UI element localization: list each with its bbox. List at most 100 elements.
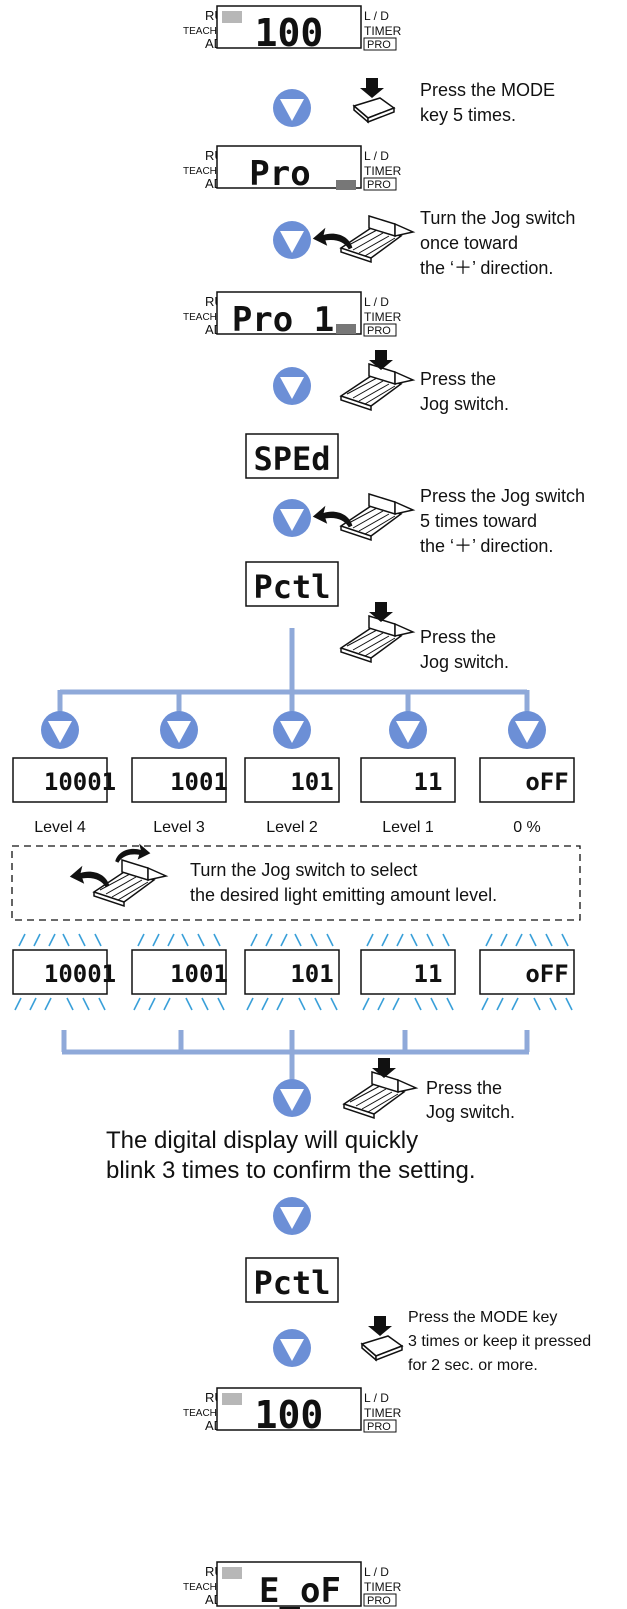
confirm-line2: blink 3 times to confirm the setting.	[106, 1157, 476, 1184]
pro-label: PRO	[367, 39, 391, 51]
down-arrow-icon	[273, 499, 311, 537]
teach-label: TEACH	[183, 1582, 217, 1593]
level-readout: 10001	[44, 768, 116, 796]
level-display: 1001	[131, 757, 228, 803]
lcd-readout: 100	[255, 11, 324, 55]
ld-label: L / D	[364, 9, 389, 23]
teach-label: TEACH	[183, 312, 217, 323]
blink-readout: oFF	[525, 960, 568, 988]
step1-line1: Press the MODE	[420, 80, 555, 100]
confirm-line1: The digital display will quickly	[106, 1127, 418, 1154]
level-display: 11	[360, 757, 456, 803]
blink-readout: 10001	[44, 960, 116, 988]
timer-label: TIMER	[364, 164, 402, 178]
blink-rays	[362, 933, 454, 1011]
level-display: 101	[244, 757, 340, 803]
panel-display-final: RUN TEACH ADJ E_oF L / D TIMER PRO	[183, 1561, 402, 1609]
jog-switch-icon	[312, 493, 414, 541]
step7-line3: for 2 sec. or more.	[408, 1357, 538, 1374]
jog-press-icon	[343, 1058, 417, 1119]
step6-line1: Press the	[426, 1078, 502, 1098]
step2-line1: Turn the Jog switch	[420, 208, 575, 228]
down-arrow-icon	[41, 711, 79, 749]
display-pctl: Pctl	[245, 561, 339, 607]
teach-label: TEACH	[183, 26, 217, 37]
level-display: oFF	[479, 757, 575, 803]
flow-lines	[57, 628, 530, 1080]
blink-display: 101	[244, 933, 340, 1011]
level-label: Level 4	[34, 819, 86, 836]
blink-rays	[246, 933, 338, 1011]
down-arrow-icon	[273, 221, 311, 259]
blink-readout: 101	[290, 960, 333, 988]
blink-readout: 1001	[170, 960, 228, 988]
lcd-readout: Pctl	[253, 568, 330, 606]
lcd-readout: Pro	[249, 154, 310, 194]
down-arrow-icon	[508, 711, 546, 749]
panel-display-end: RUN TEACH ADJ 100 L / D TIMER PRO	[183, 1387, 402, 1437]
panel-display-start: RUN TEACH ADJ 100 L / D TIMER PRO	[183, 5, 402, 55]
blink-rays	[133, 933, 225, 1011]
down-arrow-icon	[273, 1197, 311, 1235]
blink-display: 10001	[12, 933, 116, 1011]
pro-label: PRO	[367, 1595, 391, 1607]
panel-display-pro: RUN TEACH ADJ Pro L / D TIMER PRO	[183, 145, 402, 194]
ld-label: L / D	[364, 1391, 389, 1405]
lcd-readout: SPEd	[253, 440, 330, 478]
pro-label: PRO	[367, 325, 391, 337]
display-confirm-pctl: Pctl	[245, 1257, 339, 1303]
down-arrow-icon	[273, 1079, 311, 1117]
jog-press-icon	[340, 602, 414, 663]
level-readout: oFF	[525, 768, 568, 796]
teach-label: TEACH	[183, 1408, 217, 1419]
step7-line2: 3 times or keep it pressed	[408, 1333, 591, 1350]
timer-label: TIMER	[364, 1406, 402, 1420]
blink-display: oFF	[479, 933, 575, 1011]
jog-switch-icon	[312, 215, 414, 263]
jog-press-icon	[340, 350, 414, 411]
step4-line2: 5 times toward	[420, 511, 537, 531]
lcd-readout: Pctl	[253, 1264, 330, 1302]
level-readout: 1001	[170, 768, 228, 796]
key-press-icon	[361, 1315, 403, 1361]
timer-label: TIMER	[364, 1580, 402, 1594]
lcd-readout: 100	[255, 1393, 324, 1437]
down-arrow-icon	[273, 1329, 311, 1367]
step4-line3: the ‘＋’ direction.	[420, 536, 553, 556]
level-label: 0 %	[513, 819, 541, 836]
down-arrow-icon	[273, 711, 311, 749]
step4-line1: Press the Jog switch	[420, 486, 585, 506]
step2-line2: once toward	[420, 233, 518, 253]
pro-label: PRO	[367, 179, 391, 191]
down-arrow-icon	[160, 711, 198, 749]
down-arrow-icon	[389, 711, 427, 749]
level-readout: 101	[290, 768, 333, 796]
indicator-lamp	[222, 11, 242, 23]
level-label: Level 3	[153, 819, 205, 836]
step3-line1: Press the	[420, 369, 496, 389]
pro-label: PRO	[367, 1421, 391, 1433]
blink-display: 1001	[131, 933, 228, 1011]
level-display: 10001	[12, 757, 116, 803]
down-arrow-icon	[273, 367, 311, 405]
lcd-readout: E_oF	[259, 1571, 341, 1609]
step5-line2: Jog switch.	[420, 652, 509, 672]
blink-display: 11	[360, 933, 456, 1011]
ld-label: L / D	[364, 295, 389, 309]
step2-line3: the ‘＋’ direction.	[420, 258, 553, 278]
blink-readout: 11	[414, 960, 443, 988]
level-label: Level 2	[266, 819, 318, 836]
blink-rays	[481, 933, 573, 1011]
panel-display-pro1: RUN TEACH ADJ Pro 1 L / D TIMER PRO	[183, 291, 402, 340]
timer-label: TIMER	[364, 24, 402, 38]
step5-line1: Press the	[420, 627, 496, 647]
blink-rays	[14, 933, 106, 1011]
key-press-icon	[353, 77, 395, 123]
display-sped: SPEd	[245, 433, 339, 479]
step3-line2: Jog switch.	[420, 394, 509, 414]
level-label: Level 1	[382, 819, 434, 836]
step6-line2: Jog switch.	[426, 1102, 515, 1122]
select-line2: the desired light emitting amount level.	[190, 885, 497, 905]
